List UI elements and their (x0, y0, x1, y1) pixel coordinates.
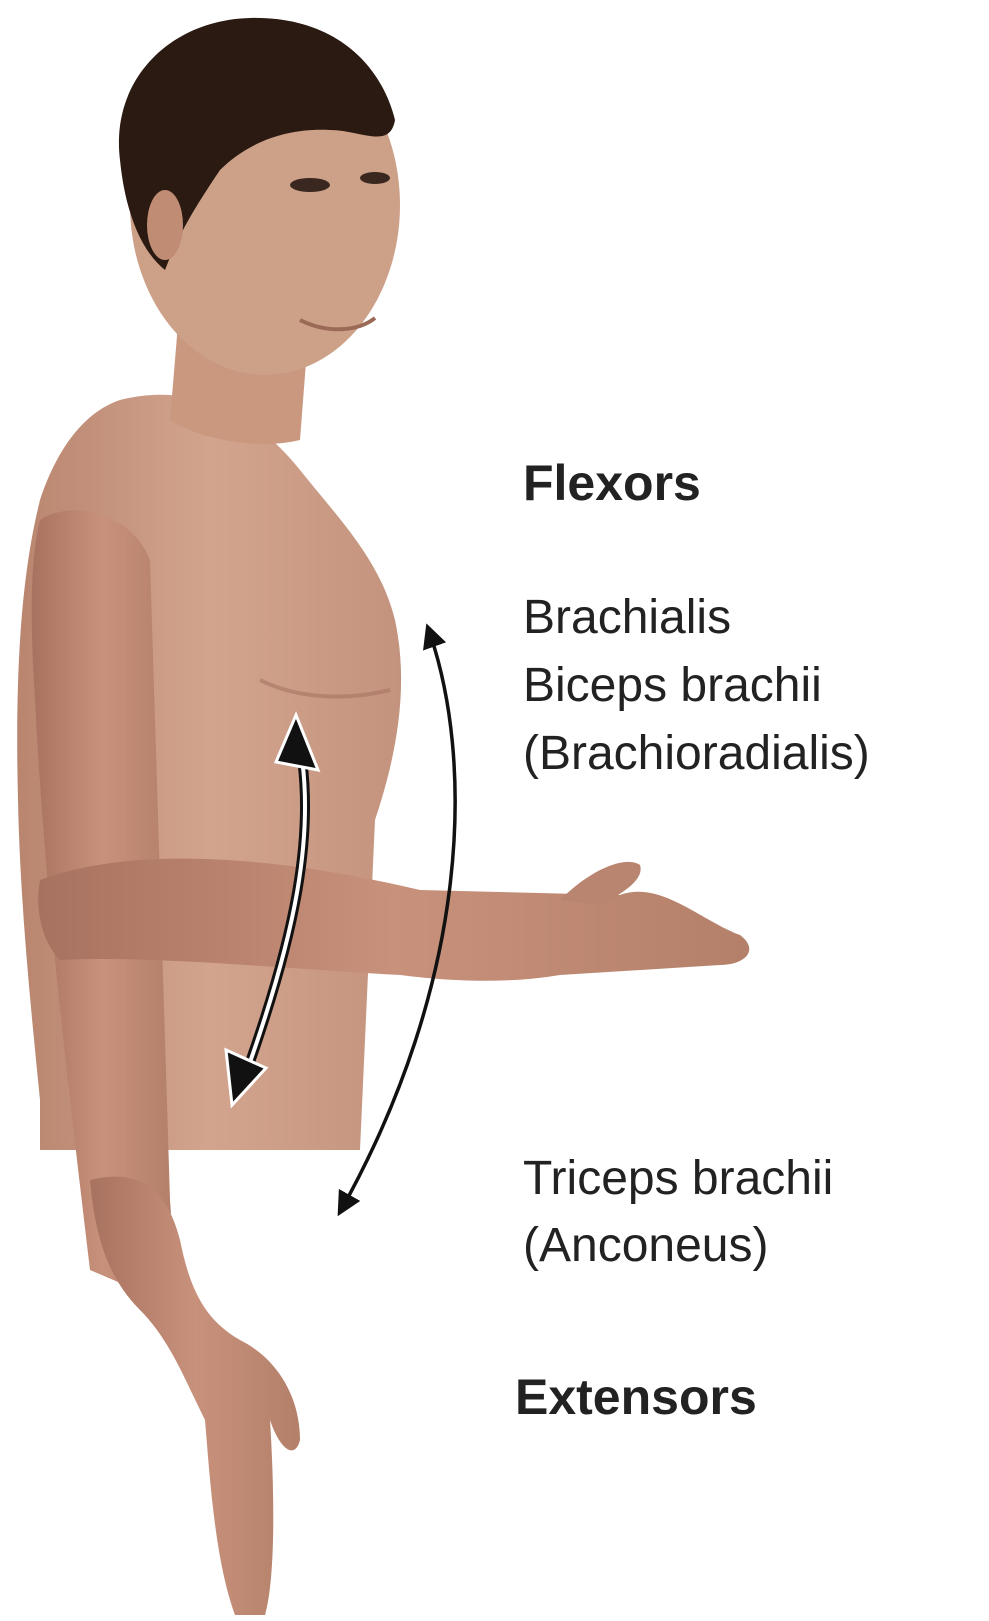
flexors-heading: Flexors (523, 458, 701, 508)
extensor-muscle-label: (Anconeus) (523, 1222, 768, 1270)
extensors-heading: Extensors (515, 1372, 757, 1422)
flexor-muscle-label: Brachialis (523, 594, 731, 642)
head (119, 18, 400, 375)
extended-forearm (90, 1177, 300, 1615)
flexor-muscle-label: (Brachioradialis) (523, 730, 870, 778)
flexor-muscle-label: Biceps brachii (523, 662, 822, 710)
extensor-muscle-label: Triceps brachii (523, 1155, 833, 1203)
